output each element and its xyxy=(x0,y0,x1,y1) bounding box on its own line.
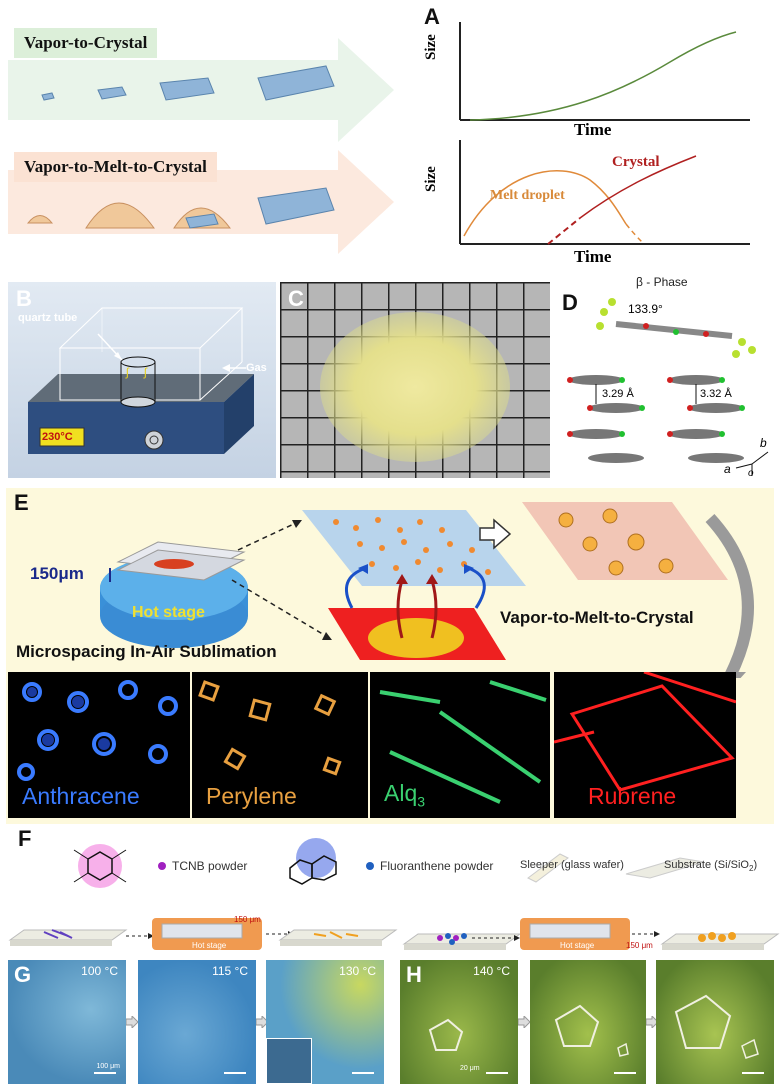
top-chart-ylabel: Size xyxy=(423,34,439,60)
vapor-to-melt-to-crystal-title: Vapor-to-Melt-to-Crystal xyxy=(14,152,217,182)
temp-130c: 130 °C xyxy=(339,964,376,978)
quartz-tube-label: quartz tube xyxy=(18,312,78,324)
panel-a-arrows xyxy=(8,38,394,254)
panel-d-crystal-structure: D β - Phase 133.9° 3.29 Å 3.32 Å b a o xyxy=(556,272,776,484)
micrograph-h-3 xyxy=(656,960,774,1084)
gas-label: Gas xyxy=(246,362,267,374)
substrate-label: Substrate (Si/SiO2) xyxy=(664,859,758,874)
alq3-label: Alq3 xyxy=(384,780,426,810)
axis-o: o xyxy=(748,468,754,479)
panel-label-a: A xyxy=(424,4,440,29)
panel-label-h: H xyxy=(406,962,422,987)
svg-text:ʃ: ʃ xyxy=(125,365,130,379)
molecule-top xyxy=(596,298,756,358)
temp-115c: 115 °C xyxy=(212,964,248,978)
molecule-stack xyxy=(568,375,744,463)
melt-droplet-label: Melt droplet xyxy=(490,188,565,203)
arrow-g1 xyxy=(126,1016,138,1028)
stacking-distance-1: 3.29 Å xyxy=(602,388,634,400)
hot-stage-label: Hot stage xyxy=(132,604,205,621)
micrograph-perylene: Perylene xyxy=(192,672,368,818)
temp-100c: 100 °C xyxy=(81,964,118,978)
axis-a: a xyxy=(724,462,731,476)
micrograph-alq3: Alq3 xyxy=(370,672,550,818)
process-label: Vapor-to-Melt-to-Crystal xyxy=(500,608,694,627)
scale-100um: 100 μm xyxy=(96,1063,121,1070)
inset-image xyxy=(266,1038,312,1084)
panel-label-c: C xyxy=(288,286,304,311)
svg-text:ʃ: ʃ xyxy=(143,365,148,379)
arrow-h2 xyxy=(646,1016,658,1028)
hot-stage-label-1: Hot stage xyxy=(192,941,227,950)
micrograph-h-1: H 140 °C 20 μm xyxy=(400,960,518,1084)
top-chart-xlabel: Time xyxy=(574,120,612,139)
size-time-chart-bottom xyxy=(459,140,750,245)
arrow-g2 xyxy=(256,1016,268,1028)
sleeper-label: Sleeper (glass wafer) xyxy=(520,859,624,871)
torsion-angle: 133.9° xyxy=(628,302,663,316)
vapor-to-crystal-title: Vapor-to-Crystal xyxy=(14,28,158,58)
micrograph-g-100c: G 100 °C 100 μm xyxy=(8,960,126,1084)
micrograph-rubrene: Rubrene xyxy=(554,672,736,818)
method-label: Microspacing In-Air Sublimation xyxy=(16,642,277,661)
crystal-powder-pile xyxy=(320,312,510,462)
panel-f-process xyxy=(8,918,780,950)
bottom-chart-ylabel: Size xyxy=(423,166,439,192)
melt-crystal-row2 xyxy=(26,187,335,229)
panel-label-d: D xyxy=(562,290,578,315)
bottom-chart-xlabel: Time xyxy=(574,247,612,266)
growing-crystals-row1 xyxy=(41,65,335,101)
micrograph-h-2 xyxy=(530,960,646,1084)
gap-label-2: 150 μm xyxy=(626,941,653,950)
panel-c-crystal-photo: C xyxy=(280,282,550,478)
hot-stage-label-2: Hot stage xyxy=(560,941,595,950)
micrograph-g-115c: 115 °C xyxy=(138,960,256,1084)
stacking-distance-2: 3.32 Å xyxy=(700,388,732,400)
scale-20um: 20 μm xyxy=(460,1065,480,1072)
temperature-display: 230°C xyxy=(42,431,73,443)
crystal-label: Crystal xyxy=(612,154,660,170)
rubrene-label: Rubrene xyxy=(588,783,677,809)
temp-140c: 140 °C xyxy=(473,964,510,978)
tcnb-powder-label: TCNB powder xyxy=(172,859,248,873)
phase-label: β - Phase xyxy=(636,275,688,289)
fluoranthene-powder-label: Fluoranthene powder xyxy=(380,859,494,873)
anthracene-label: Anthracene xyxy=(22,783,140,809)
perylene-label: Perylene xyxy=(206,783,297,809)
panel-label-g: G xyxy=(14,962,32,987)
panel-label-f: F xyxy=(18,826,32,851)
panel-f-legend-graphics xyxy=(73,838,705,888)
arrow-h1 xyxy=(518,1016,530,1028)
gap-label-1: 150 μm xyxy=(234,915,261,924)
crystal-line xyxy=(579,155,697,219)
size-time-chart-top xyxy=(459,22,750,121)
panel-label-e: E xyxy=(14,490,29,515)
melt-droplet-line xyxy=(463,170,627,237)
panel-b-apparatus: ʃ ʃ B quartz tube Gas 230°C xyxy=(8,282,276,478)
gap-150um-label: 150μm xyxy=(30,564,84,583)
micrograph-anthracene: Anthracene xyxy=(8,672,190,818)
axis-b: b xyxy=(760,436,767,450)
crystal-growth-line xyxy=(469,31,737,121)
micrograph-g-130c: 130 °C xyxy=(266,960,384,1084)
panel-label-b: B xyxy=(16,286,32,311)
